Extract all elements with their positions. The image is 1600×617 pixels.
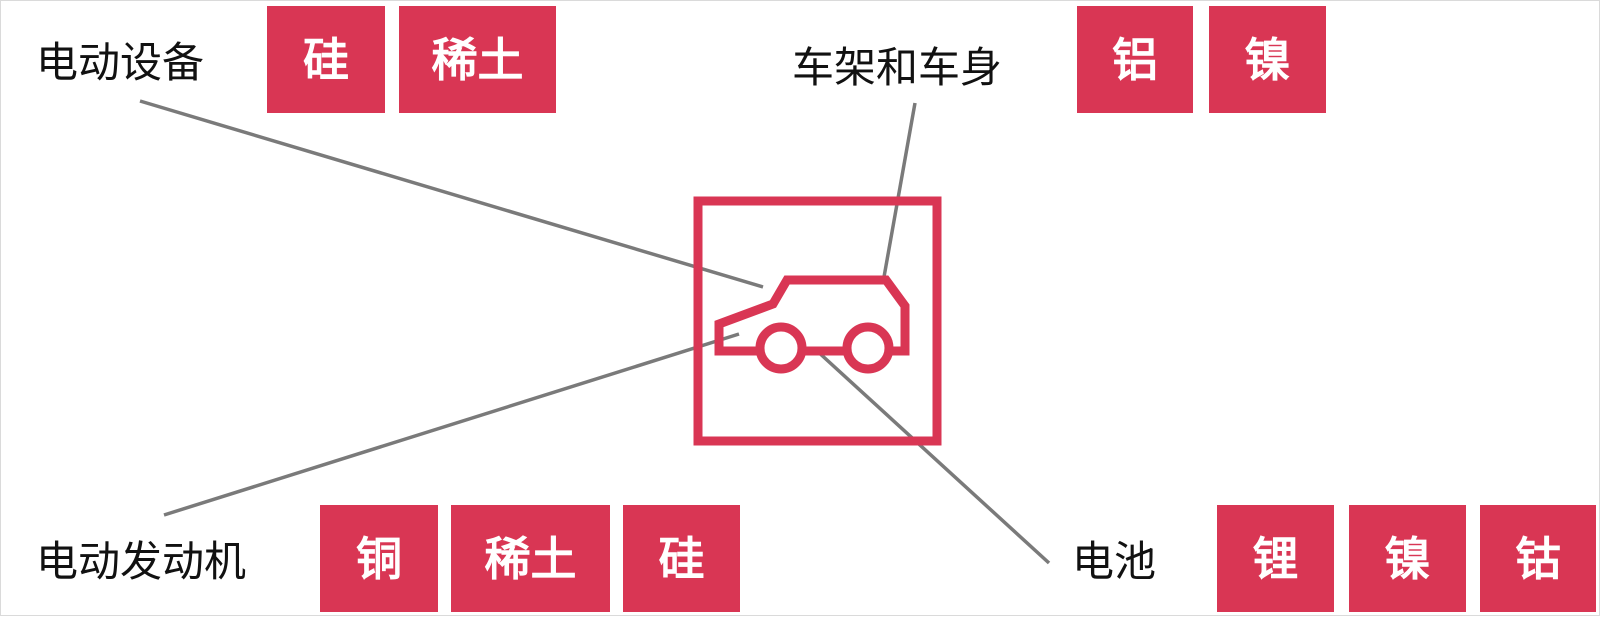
material-tag: 硅 <box>267 6 385 113</box>
material-tag: 稀土 <box>399 6 556 113</box>
material-tag: 铜 <box>320 505 438 612</box>
leader-lines <box>139 99 1051 565</box>
material-tag: 钴 <box>1480 505 1596 612</box>
material-tag: 稀土 <box>451 505 610 612</box>
material-tag: 镍 <box>1209 6 1326 113</box>
component-label-frame-body: 车架和车身 <box>792 43 1003 92</box>
car-icon-frame <box>693 196 942 446</box>
component-label-electric-motor: 电动发动机 <box>36 537 247 586</box>
material-tag: 镍 <box>1349 505 1466 612</box>
component-label-electric-equipment: 电动设备 <box>36 38 205 87</box>
leader-line-electric-equipment <box>139 99 764 289</box>
leader-line-electric-motor <box>163 332 740 517</box>
material-tag: 硅 <box>623 505 740 612</box>
leader-line-frame-body <box>882 102 917 278</box>
material-tag: 锂 <box>1217 505 1334 612</box>
material-tag: 铝 <box>1077 6 1193 113</box>
component-label-battery: 电池 <box>1072 537 1157 586</box>
leader-line-battery <box>814 348 1051 565</box>
car-icon <box>714 275 910 374</box>
